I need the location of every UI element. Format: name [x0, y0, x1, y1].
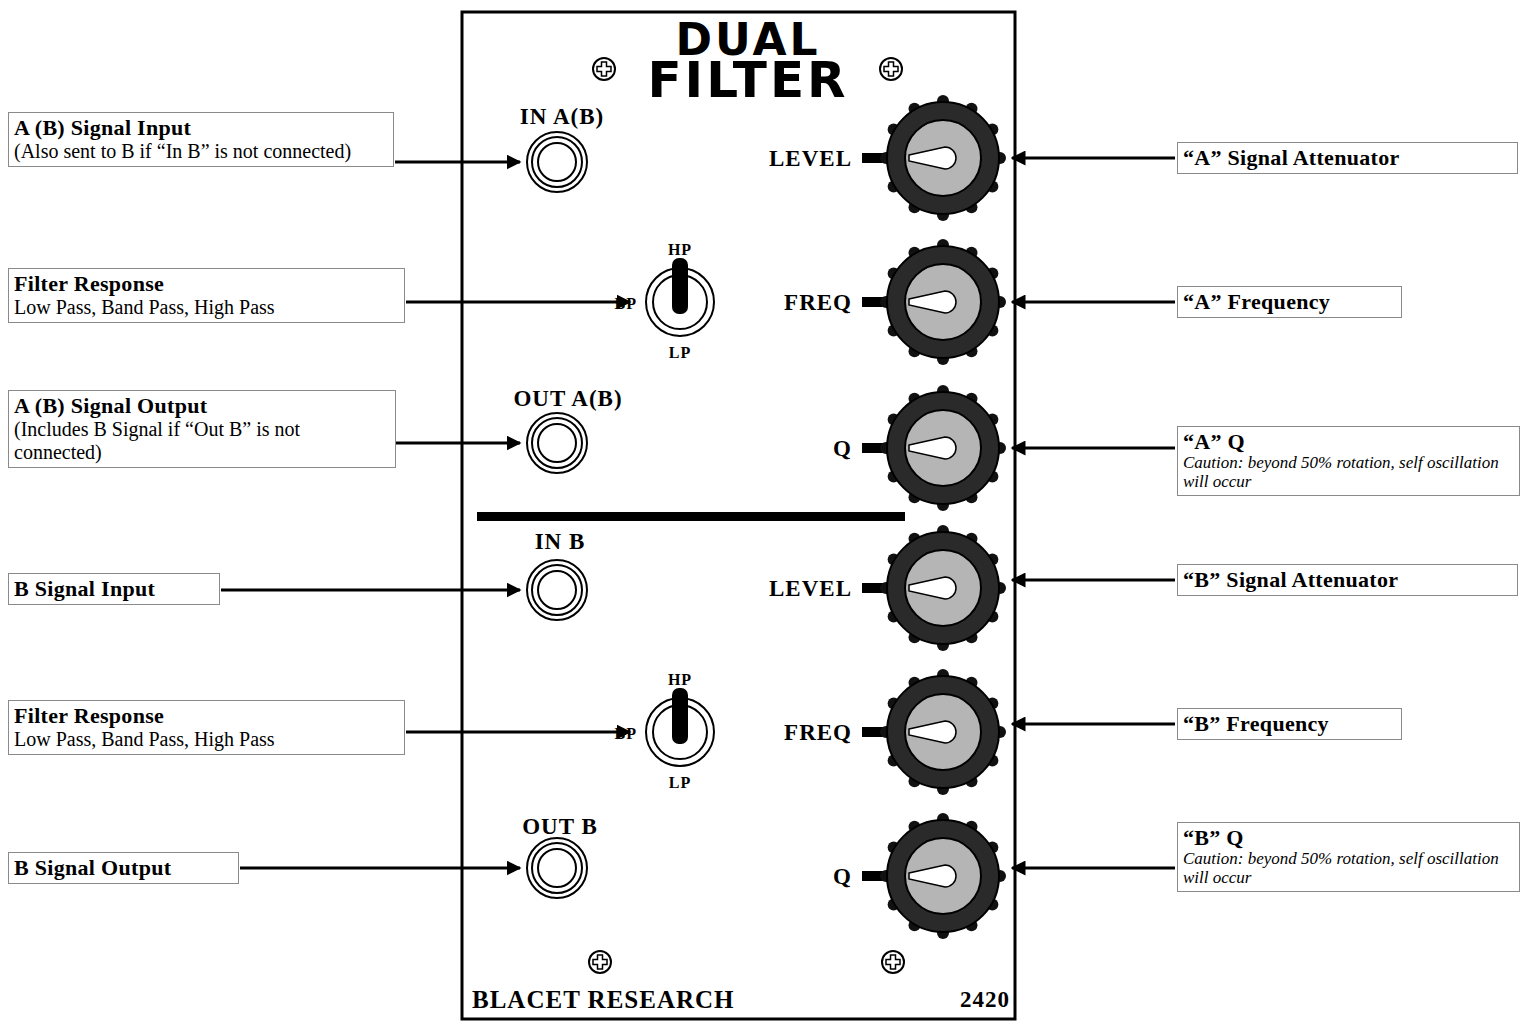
callout-note: Low Pass, Band Pass, High Pass: [14, 296, 399, 319]
toggle-switch: [646, 688, 714, 766]
toggle-switch: [646, 258, 714, 336]
panel-label: LEVEL: [769, 577, 852, 600]
panel-screw: [880, 58, 902, 80]
leader-arrow: [240, 867, 520, 870]
callout-note: Caution: beyond 50% rotation, self oscil…: [1183, 454, 1514, 491]
callout-box: “B” QCaution: beyond 50% rotation, self …: [1177, 822, 1520, 892]
rotary-knob: [862, 385, 1006, 511]
module-title: FILTER: [647, 55, 848, 105]
callout-heading: “B” Signal Attenuator: [1183, 567, 1512, 592]
panel-label: Q: [833, 865, 852, 888]
callout-heading: “B” Q: [1183, 825, 1514, 850]
leader-arrow: [406, 301, 630, 304]
leader-arrow: [406, 731, 630, 734]
panel-label: LEVEL: [769, 147, 852, 170]
callout-note: Caution: beyond 50% rotation, self oscil…: [1183, 850, 1514, 887]
panel-label: BP: [615, 296, 637, 312]
callout-box: “B” Frequency: [1177, 708, 1402, 740]
leader-arrow: [1012, 301, 1175, 304]
jack-socket: [527, 413, 587, 473]
callout-box: A (B) Signal Input(Also sent to B if “In…: [8, 112, 394, 167]
callout-box: Filter ResponseLow Pass, Band Pass, High…: [8, 700, 405, 755]
callout-heading: B Signal Input: [14, 576, 214, 601]
callout-box: “A” Signal Attenuator: [1177, 142, 1518, 174]
panel-label: Q: [833, 437, 852, 460]
panel-label: HP: [668, 672, 692, 688]
panel-label: LP: [669, 345, 691, 361]
panel-label: LP: [669, 775, 691, 791]
callout-heading: “A” Signal Attenuator: [1183, 145, 1512, 170]
callout-box: “A” Frequency: [1177, 286, 1402, 318]
callout-box: “B” Signal Attenuator: [1177, 564, 1518, 596]
callout-heading: A (B) Signal Input: [14, 115, 388, 140]
panel-screw: [593, 58, 615, 80]
leader-arrow: [1012, 579, 1175, 582]
divider-bar: [477, 512, 905, 521]
panel-label: IN A(B): [520, 105, 604, 128]
leader-arrow: [395, 442, 520, 445]
callout-box: A (B) Signal Output(Includes B Signal if…: [8, 390, 396, 468]
panel-label: 2420: [960, 988, 1010, 1011]
panel-label: FREQ: [784, 291, 852, 314]
panel-outline: [462, 12, 1015, 1019]
callout-heading: “A” Frequency: [1183, 289, 1396, 314]
leader-arrow: [1012, 447, 1175, 450]
panel-label: IN B: [535, 530, 586, 553]
jack-socket: [527, 560, 587, 620]
panel-label: HP: [668, 242, 692, 258]
rotary-knob: [862, 525, 1006, 651]
panel-label: FREQ: [784, 721, 852, 744]
leader-arrow: [1012, 723, 1175, 726]
panel-label: BP: [615, 726, 637, 742]
jack-socket: [527, 132, 587, 192]
callout-heading: Filter Response: [14, 703, 399, 728]
callout-note: Low Pass, Band Pass, High Pass: [14, 728, 399, 751]
panel-screw: [589, 951, 611, 973]
panel-label: OUT A(B): [513, 387, 622, 410]
callout-heading: A (B) Signal Output: [14, 393, 390, 418]
rotary-knob: [862, 813, 1006, 939]
leader-arrow: [395, 161, 520, 164]
rotary-knob: [862, 669, 1006, 795]
callout-note: (Includes B Signal if “Out B” is not con…: [14, 418, 390, 464]
callout-box: “A” QCaution: beyond 50% rotation, self …: [1177, 426, 1520, 496]
panel-label: OUT B: [522, 815, 598, 838]
callout-heading: “B” Frequency: [1183, 711, 1396, 736]
callout-heading: Filter Response: [14, 271, 399, 296]
callout-heading: B Signal Output: [14, 855, 233, 880]
leader-arrow: [1012, 157, 1175, 160]
callout-note: (Also sent to B if “In B” is not connect…: [14, 140, 388, 163]
jack-socket: [527, 838, 587, 898]
callout-box: B Signal Output: [8, 852, 239, 884]
callout-box: Filter ResponseLow Pass, Band Pass, High…: [8, 268, 405, 323]
callout-heading: “A” Q: [1183, 429, 1514, 454]
callout-box: B Signal Input: [8, 573, 220, 605]
leader-arrow: [1012, 867, 1175, 870]
rotary-knob: [862, 239, 1006, 365]
panel-screw: [882, 951, 904, 973]
rotary-knob: [862, 95, 1006, 221]
leader-arrow: [221, 589, 520, 592]
panel-label: BLACET RESEARCH: [472, 987, 735, 1012]
